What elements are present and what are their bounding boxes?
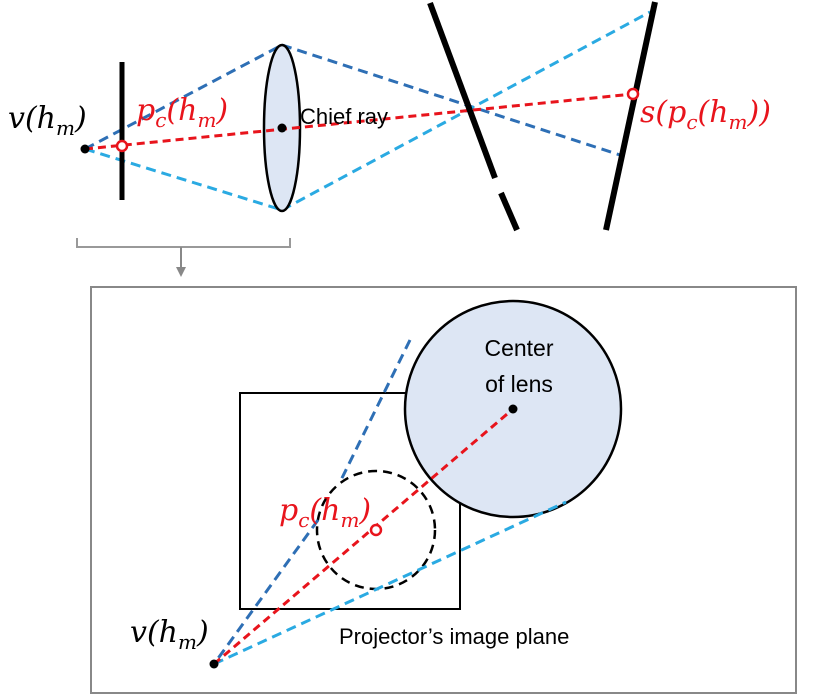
zoom-bracket	[76, 238, 291, 277]
dark-blue-ray-bottom-lower	[212, 519, 320, 665]
light-blue-ray-bottom	[213, 500, 567, 666]
bracket-arrow-head	[176, 267, 186, 277]
virtual-point-label-top: v(hm)	[8, 101, 87, 140]
virtual-point-label-bottom: v(hm)	[130, 615, 209, 654]
lens-center-bottom	[508, 404, 518, 414]
screen-point-top	[626, 87, 640, 101]
bottom-frame	[90, 286, 797, 694]
dark-blue-ray-upper-left	[84, 43, 283, 151]
dark-blue-ray-upper-right	[281, 43, 621, 157]
light-blue-ray-lower-left	[84, 147, 283, 212]
screen-1-upper	[427, 1, 498, 180]
projected-point-top	[115, 139, 129, 153]
lens-center-top	[277, 123, 287, 133]
virtual-point-top	[80, 144, 90, 154]
center-of-lens-label-line1: Center	[484, 335, 553, 361]
chief-ray-bottom	[213, 407, 514, 666]
screen-1-lower	[498, 191, 520, 232]
top-diagram: v(hm) pc(hm) Chief ray s(pc(hm))	[8, 1, 771, 232]
projected-point-label-bottom: pc(hm)	[279, 493, 371, 532]
center-of-lens-label-line2: of lens	[485, 371, 553, 397]
projected-point-label-top: pc(hm)	[136, 93, 228, 132]
virtual-point-bottom	[209, 659, 219, 669]
chief-ray	[84, 92, 634, 151]
projected-point-bottom	[369, 523, 383, 537]
dark-blue-ray-bottom-upper	[339, 339, 412, 481]
screen-point-label: s(pc(hm))	[640, 95, 771, 134]
bracket-line	[76, 238, 291, 248]
bottom-diagram: Center of lens pc(hm) v(hm) Projector’s …	[90, 286, 797, 694]
chief-ray-label: Chief ray	[300, 104, 388, 129]
screen-2	[603, 1, 658, 231]
image-plane-label: Projector’s image plane	[339, 624, 569, 649]
